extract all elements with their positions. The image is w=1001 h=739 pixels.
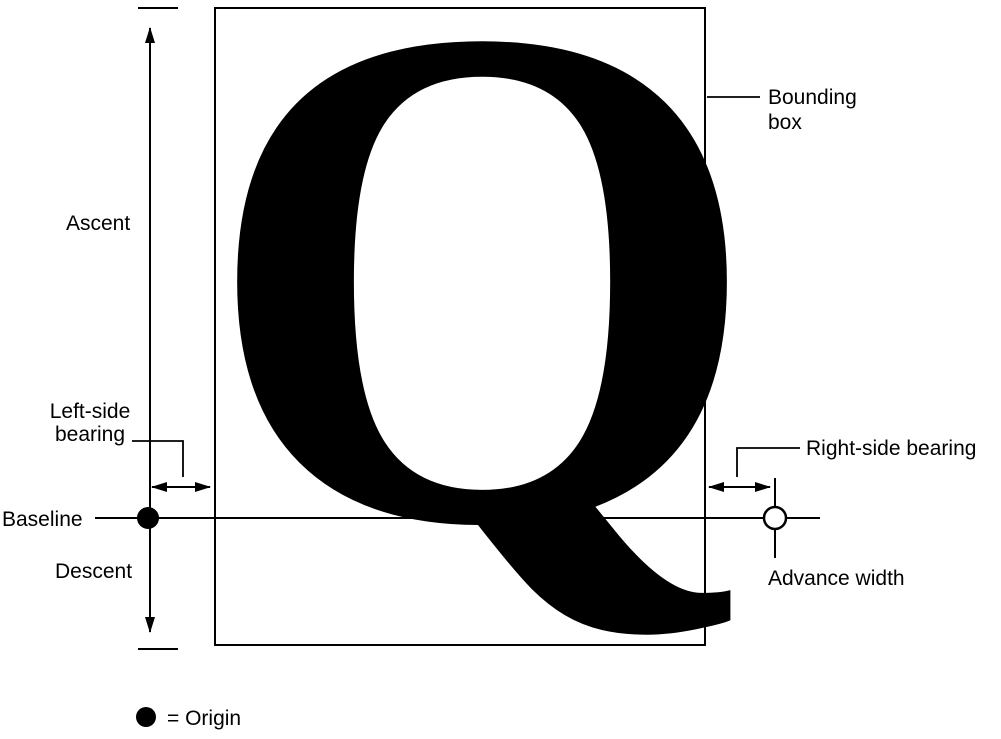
left-bearing-label-line1: Left-side [50,400,131,423]
left-bearing-label-line2: bearing [55,423,125,446]
descent-label: Descent [55,560,132,583]
right-bearing-leader-line [736,447,800,477]
baseline-label: Baseline [2,508,83,531]
origin-point [137,507,159,529]
ascent-label: Ascent [66,212,130,235]
advance-width-label: Advance width [768,567,905,590]
advance-width-point [762,505,788,531]
glyph-q: Q [202,0,762,674]
origin-legend-dot [136,707,156,727]
left-bearing-leader-line [132,440,184,477]
right-bearing-label: Right-side bearing [806,437,976,460]
bounding-box-rect [214,7,706,646]
origin-legend-label: = Origin [167,707,241,730]
bounding-box-label-line2: box [768,111,802,134]
bounding-box-label-line1: Bounding [768,86,857,109]
